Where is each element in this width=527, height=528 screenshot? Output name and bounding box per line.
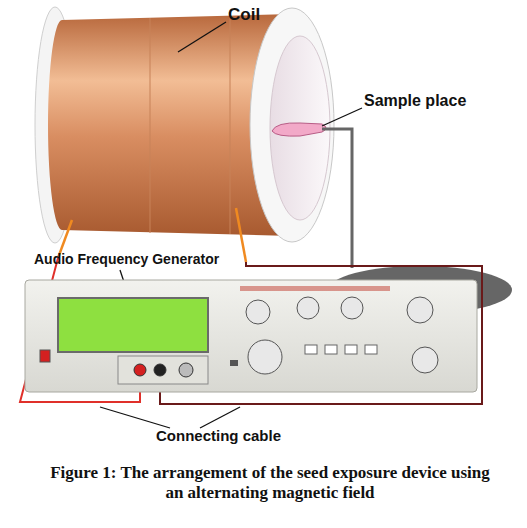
knob [297,297,319,319]
knob [248,340,282,374]
terminal-panel [118,356,208,384]
coil-seam [150,18,151,233]
knob [341,297,363,319]
knob [246,300,270,324]
part-label: Connecting cable [156,428,281,445]
coil-lead [236,208,246,262]
coil-bore [270,36,330,220]
part-label: Sample place [364,92,466,110]
leader-line [322,108,362,126]
part-label: Coil [228,6,260,25]
leader-line [200,407,240,428]
coil-seam [230,16,231,234]
display-screen [58,298,208,352]
bnc-connector [179,363,193,377]
audio-generator [25,280,477,392]
figure-caption: Figure 1: The arrangement of the seed ex… [40,463,500,504]
button [365,345,377,354]
leader-line [178,22,226,52]
sample-holder [322,129,352,268]
sample [272,123,326,136]
leader-line [100,407,170,428]
knob [407,297,433,323]
part-label: Audio Frequency Generator [34,252,219,267]
power-switch [40,350,50,362]
button [305,345,317,354]
coil-flange [250,8,334,242]
knob [412,347,438,373]
terminal [154,364,166,376]
panel-strip [240,286,390,291]
indicator [230,360,238,366]
button [325,345,337,354]
button [345,345,357,354]
terminal [134,364,146,376]
